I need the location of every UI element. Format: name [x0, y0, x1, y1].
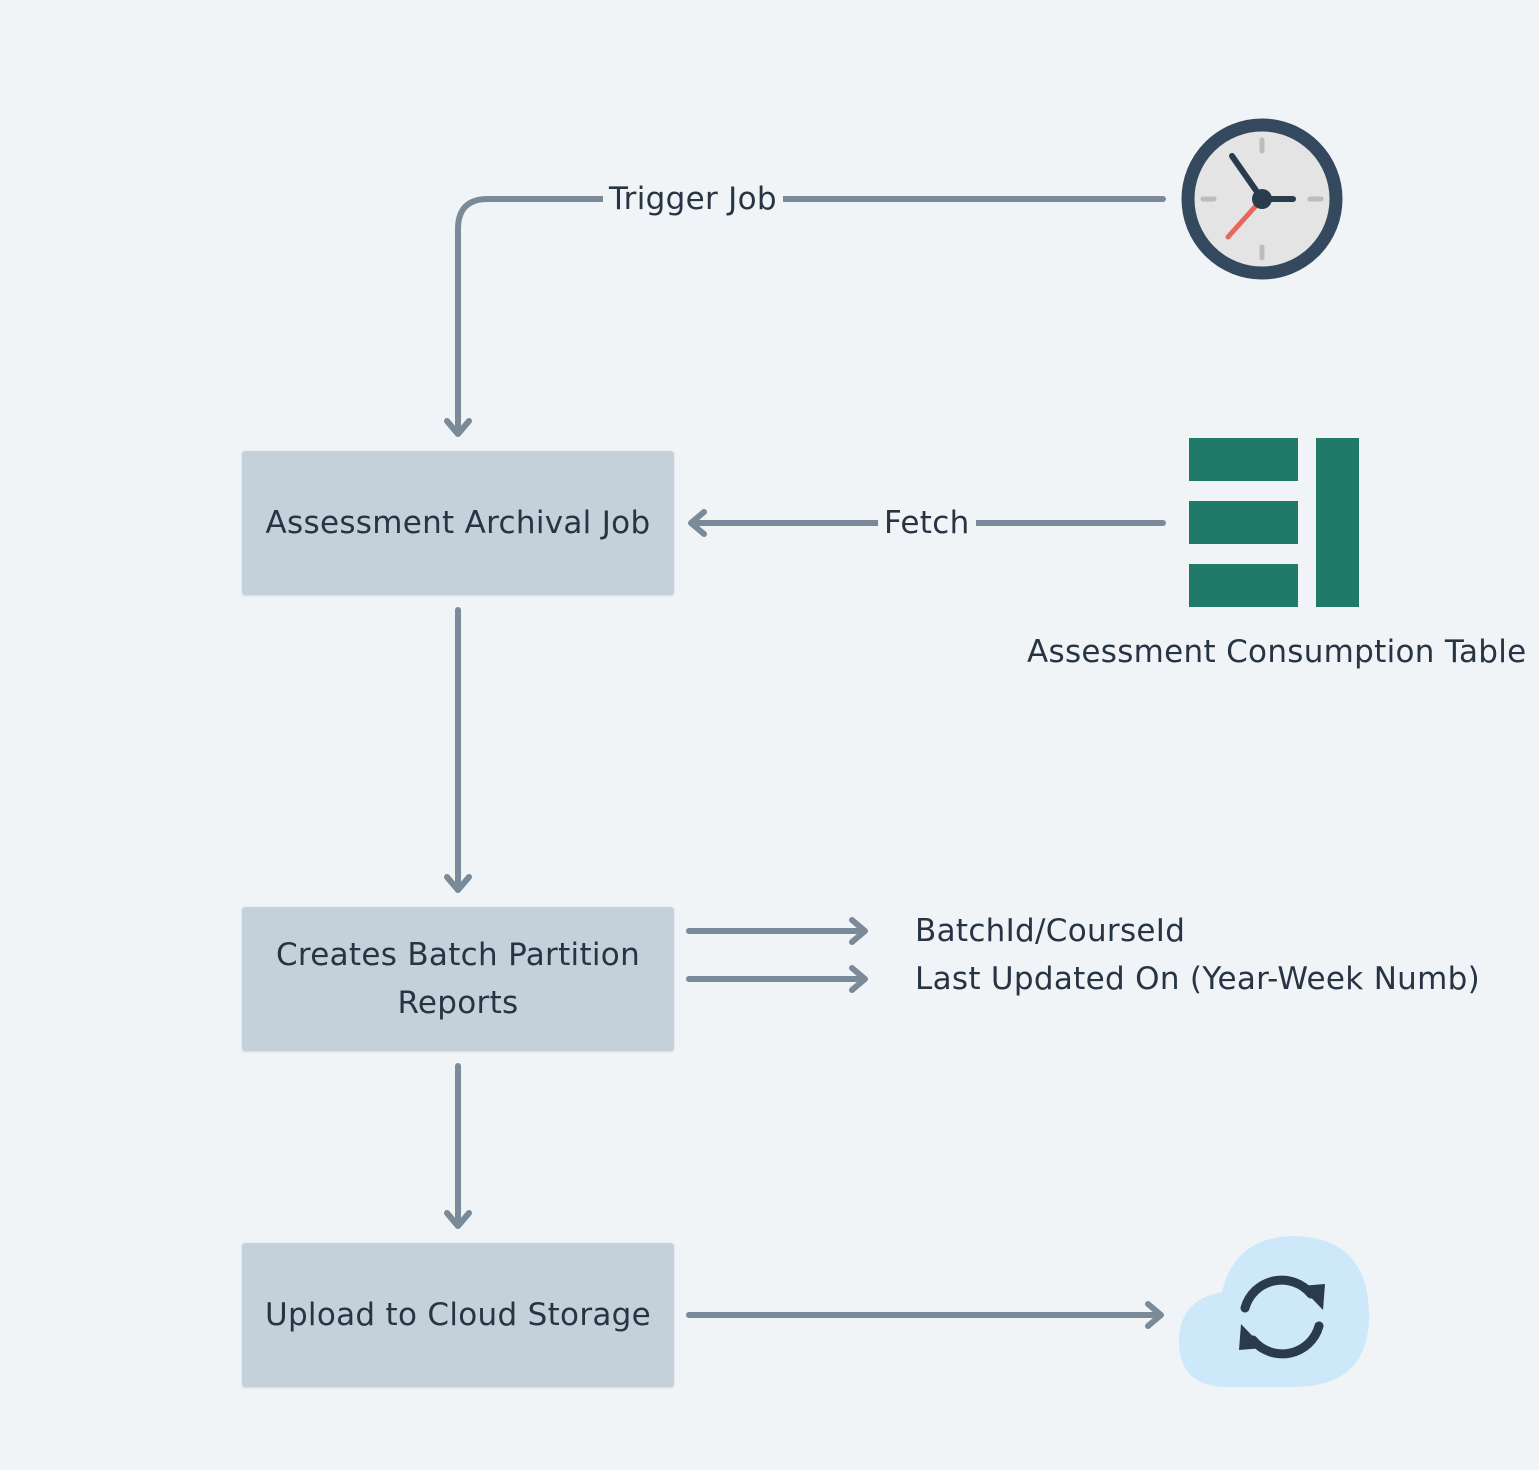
batch-partition-node[interactable]: Creates Batch Partition Reports [242, 907, 674, 1051]
assessment-archival-job-label: Assessment Archival Job [265, 505, 651, 541]
job-to-partition-arrowhead [444, 874, 472, 893]
database-table-icon [1189, 438, 1359, 607]
partition-to-upload-arrowhead [444, 1210, 472, 1229]
partition-key-last-updated: Last Updated On (Year-Week Numb) [915, 961, 1480, 997]
upload-cloud-storage-label: Upload to Cloud Storage [264, 1297, 652, 1333]
upload-cloud-storage-node[interactable]: Upload to Cloud Storage [242, 1243, 674, 1387]
clock-icon [1181, 118, 1343, 280]
partition-key-1-arrowhead [849, 917, 868, 945]
fetch-arrowhead [688, 509, 707, 537]
trigger-job-label: Trigger Job [603, 179, 783, 219]
cloud-sync-icon [1178, 1236, 1370, 1387]
assessment-archival-job-node[interactable]: Assessment Archival Job [242, 451, 674, 595]
batch-partition-label: Creates Batch Partition Reports [275, 937, 641, 1021]
assessment-consumption-table-label: Assessment Consumption Table [1027, 634, 1527, 670]
partition-key-2-arrowhead [849, 965, 868, 993]
partition-key-batch-course: BatchId/CourseId [915, 913, 1186, 949]
trigger-arrowhead [444, 418, 472, 437]
upload-to-cloud-arrowhead [1145, 1301, 1164, 1329]
fetch-label: Fetch [878, 503, 976, 543]
trigger-connector [455, 196, 1166, 433]
